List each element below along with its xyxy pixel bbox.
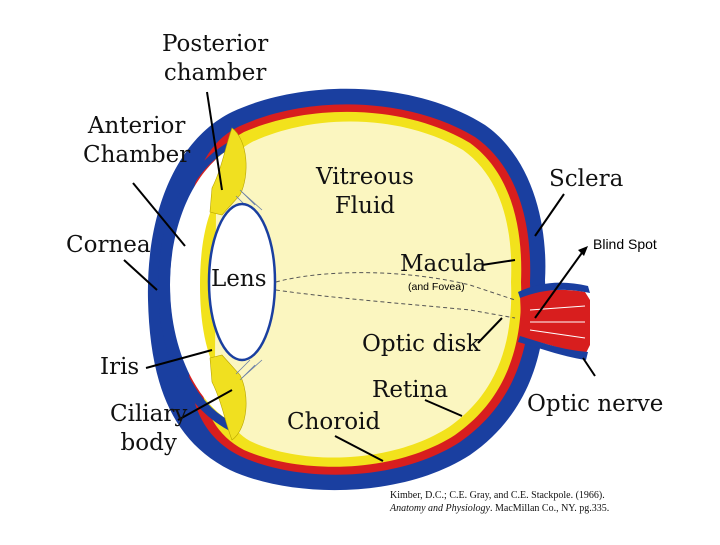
anterior-chamber-shape xyxy=(170,150,228,420)
lens-label: Lens xyxy=(211,266,267,292)
ciliary-body-label: Ciliary body xyxy=(110,400,187,458)
citation-line1: Kimber, D.C.; C.E. Gray, and C.E. Stackp… xyxy=(390,490,605,501)
citation-title: Anatomy and Physiology xyxy=(390,503,490,514)
citation: Kimber, D.C.; C.E. Gray, and C.E. Stackp… xyxy=(390,489,609,515)
vitreous-fluid-label-line1: Vitreous xyxy=(316,164,414,190)
iris-label: Iris xyxy=(100,354,140,380)
citation-line2-rest: . MacMillan Co., NY. pg.335. xyxy=(489,503,610,514)
vitreous-body-shape xyxy=(215,121,512,458)
ciliary-body-label-line2: body xyxy=(120,430,177,456)
anterior-chamber-label: Anterior Chamber xyxy=(83,112,190,170)
lens-shape xyxy=(207,202,277,362)
ciliary-body-label-line1: Ciliary xyxy=(110,401,188,427)
optic-nerve-sheath xyxy=(518,282,590,360)
posterior-chamber-label-line1: Posterior xyxy=(162,31,269,57)
fovea-note-label: (and Fovea) xyxy=(408,281,465,293)
label-pointer-lines xyxy=(123,91,596,462)
choroid-label: Choroid xyxy=(287,409,381,435)
posterior-chamber-label-line2: chamber xyxy=(163,60,267,86)
anterior-chamber-label-line2: Chamber xyxy=(83,142,191,168)
sclera-label: Sclera xyxy=(549,166,624,192)
macula-label: Macula xyxy=(400,251,487,277)
retina-label: Retina xyxy=(372,377,449,403)
citation-line2: Anatomy and Physiology. MacMillan Co., N… xyxy=(390,502,609,515)
blind-spot-arrowhead xyxy=(578,246,588,256)
optic-disk-label: Optic disk xyxy=(362,331,481,357)
anterior-chamber-label-line1: Anterior xyxy=(87,113,186,139)
posterior-chamber-label: Posterior chamber xyxy=(162,30,268,88)
ciliary-body-top-shape xyxy=(209,127,247,216)
optic-nerve-fibers xyxy=(529,305,586,339)
vitreous-fluid-label: Vitreous Fluid xyxy=(316,163,414,221)
blind-spot-label: Blind Spot xyxy=(593,236,657,252)
visual-axis-lines xyxy=(275,272,516,319)
cornea-label: Cornea xyxy=(66,232,151,258)
vitreous-fluid-label-line2: Fluid xyxy=(334,193,396,219)
optic-nerve-label: Optic nerve xyxy=(527,391,664,417)
ciliary-body-bottom-shape xyxy=(209,354,247,441)
